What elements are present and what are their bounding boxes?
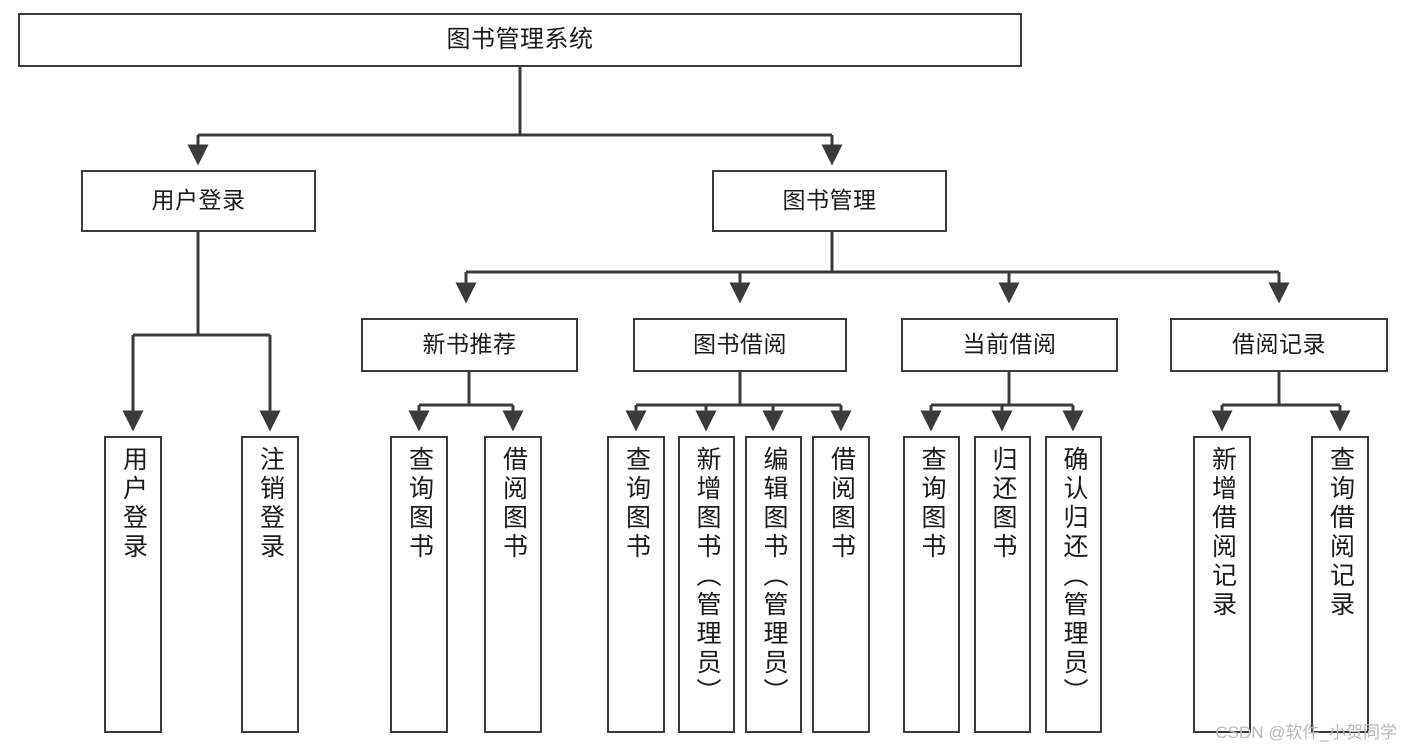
- node-label: 查询图书: [622, 446, 651, 562]
- leaf-query-book-borrow[interactable]: 查询图书: [607, 436, 665, 733]
- leaf-return-book[interactable]: 归还图书: [974, 436, 1031, 733]
- node-label: 当前借阅: [962, 331, 1057, 358]
- leaf-query-book-recommend[interactable]: 查询图书: [390, 436, 448, 733]
- node-label: 图书借阅: [693, 331, 787, 358]
- node-label: 确认归还（管理员）: [1060, 446, 1088, 707]
- csdn-watermark: CSDN @软件_小贺同学: [1215, 723, 1397, 742]
- node-root-book-management-system[interactable]: 图书管理系统: [18, 13, 1022, 67]
- leaf-edit-book-admin[interactable]: 编辑图书（管理员）: [745, 436, 802, 733]
- node-label: 查询图书: [405, 446, 434, 562]
- node-label: 用户登录: [119, 446, 148, 562]
- leaf-add-borrow-record[interactable]: 新增借阅记录: [1193, 436, 1251, 733]
- node-book-management[interactable]: 图书管理: [712, 170, 947, 232]
- node-label: 新增借阅记录: [1208, 446, 1237, 620]
- node-label: 用户登录: [151, 187, 246, 214]
- leaf-confirm-return-admin[interactable]: 确认归还（管理员）: [1045, 436, 1102, 733]
- leaf-query-book-current[interactable]: 查询图书: [903, 436, 960, 733]
- leaf-borrow-book-recommend[interactable]: 借阅图书: [484, 436, 542, 733]
- node-label: 编辑图书（管理员）: [760, 446, 788, 707]
- node-label: 新增图书（管理员）: [693, 446, 721, 707]
- leaf-user-login[interactable]: 用户登录: [104, 436, 162, 733]
- node-book-borrow[interactable]: 图书借阅: [633, 318, 847, 372]
- node-label: 注销登录: [256, 446, 285, 562]
- node-label: 借阅记录: [1232, 331, 1326, 358]
- node-label: 查询图书: [918, 446, 946, 562]
- leaf-borrow-book[interactable]: 借阅图书: [812, 436, 870, 733]
- node-label: 归还图书: [989, 446, 1017, 562]
- node-user-login[interactable]: 用户登录: [81, 170, 316, 232]
- node-borrow-record[interactable]: 借阅记录: [1170, 318, 1388, 372]
- node-label: 图书管理: [782, 187, 877, 214]
- leaf-query-borrow-record[interactable]: 查询借阅记录: [1311, 436, 1369, 733]
- leaf-add-book-admin[interactable]: 新增图书（管理员）: [678, 436, 735, 733]
- node-label: 图书管理系统: [446, 25, 594, 53]
- node-current-borrow[interactable]: 当前借阅: [901, 318, 1118, 372]
- node-label: 查询借阅记录: [1326, 446, 1355, 620]
- node-label: 借阅图书: [499, 446, 528, 562]
- node-label: 新书推荐: [422, 331, 517, 358]
- leaf-logout-login[interactable]: 注销登录: [241, 436, 299, 733]
- node-new-book-recommend[interactable]: 新书推荐: [361, 318, 578, 372]
- node-label: 借阅图书: [827, 446, 856, 562]
